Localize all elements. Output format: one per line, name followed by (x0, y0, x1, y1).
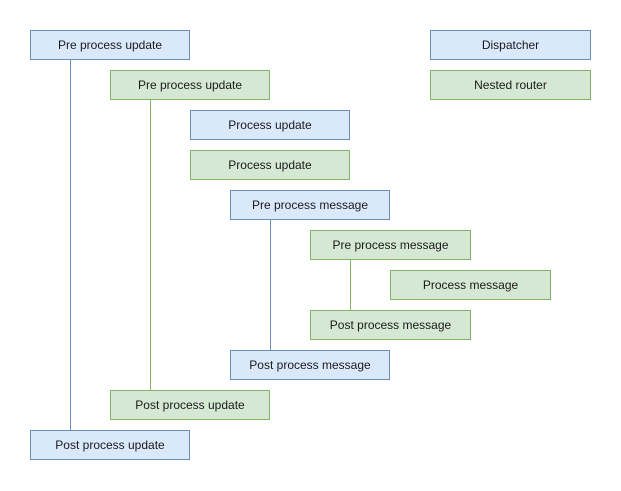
legend-item-nested-router[interactable]: Nested router (430, 70, 591, 100)
legend-item-label: Dispatcher (481, 38, 540, 52)
connector-n6-to-n8 (350, 260, 351, 310)
node-box[interactable]: Process message (390, 270, 551, 300)
node-box[interactable]: Post process update (30, 430, 190, 460)
node-label: Pre process message (251, 198, 369, 212)
node-label: Post process message (249, 358, 371, 372)
node-label: Post process update (55, 438, 165, 452)
node-label: Process message (422, 278, 519, 292)
connector-n1-to-n11 (70, 60, 71, 430)
node-box[interactable]: Pre process message (310, 230, 471, 260)
node-label: Pre process message (332, 238, 449, 252)
node-label: Post process update (135, 398, 245, 412)
node-box[interactable]: Post process update (110, 390, 270, 420)
connector-n2-to-n10 (150, 100, 151, 390)
node-box[interactable]: Pre process update (110, 70, 270, 100)
legend-item-label: Nested router (474, 78, 547, 92)
node-label: Pre process update (57, 38, 163, 52)
node-label: Pre process update (137, 78, 243, 92)
node-label: Process update (228, 158, 312, 172)
node-label: Process update (228, 118, 312, 132)
node-label: Post process message (329, 318, 452, 332)
node-box[interactable]: Post process message (310, 310, 471, 340)
node-box[interactable]: Post process message (230, 350, 390, 380)
connector-n5-to-n9 (270, 220, 271, 350)
legend-item-dispatcher[interactable]: Dispatcher (430, 30, 591, 60)
node-box[interactable]: Pre process message (230, 190, 390, 220)
node-box[interactable]: Process update (190, 150, 350, 180)
node-box[interactable]: Pre process update (30, 30, 190, 60)
node-box[interactable]: Process update (190, 110, 350, 140)
